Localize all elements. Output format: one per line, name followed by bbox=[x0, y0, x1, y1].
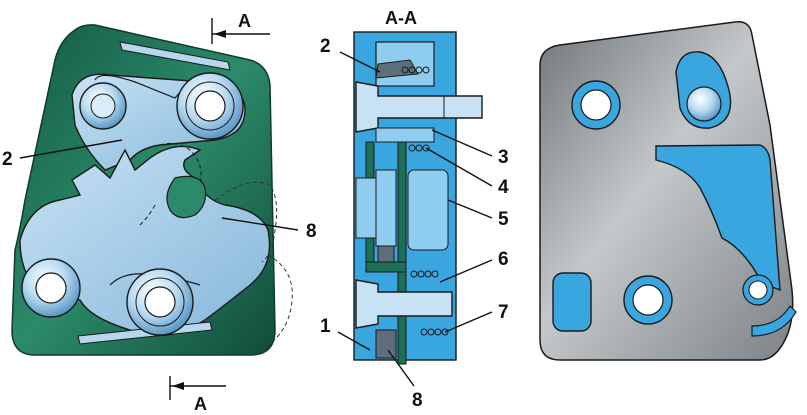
lower-bolt-section bbox=[355, 279, 453, 329]
spring-coil-lower bbox=[410, 270, 439, 278]
leader-sec-7 bbox=[444, 311, 493, 333]
phantom-outline-upper bbox=[159, 142, 202, 186]
top-spring-wire bbox=[119, 41, 231, 71]
phantom-outline-lower bbox=[264, 254, 293, 349]
callout-sec-6: 6 bbox=[498, 249, 509, 270]
section-view: A-A 2 bbox=[320, 8, 509, 411]
latch-window-cutout bbox=[655, 144, 781, 292]
section-mark-bottom-label: A bbox=[194, 394, 207, 414]
callout-sec-8: 8 bbox=[412, 390, 423, 411]
leader-sec-6 bbox=[439, 259, 493, 283]
hole-lower-right bbox=[742, 274, 774, 306]
latch-section bbox=[375, 169, 397, 247]
leader-sec-8 bbox=[387, 349, 415, 387]
latch-section-8 bbox=[375, 329, 397, 359]
hatched-block bbox=[377, 245, 395, 263]
bolt-lower-left bbox=[21, 258, 81, 318]
hole-upper-left bbox=[571, 80, 621, 130]
phantom-outline-left bbox=[139, 204, 156, 226]
lower-left-window bbox=[552, 272, 592, 332]
bolt-lower-center bbox=[126, 268, 194, 336]
green-plate-right bbox=[397, 141, 407, 365]
leader-left-8 bbox=[221, 217, 299, 231]
phantom-outline-right bbox=[214, 181, 278, 263]
callout-sec-3: 3 bbox=[498, 147, 509, 168]
section-mark-bottom: A bbox=[169, 376, 226, 414]
leader-sec-4 bbox=[425, 147, 493, 187]
spring-coil-bottom bbox=[420, 328, 449, 336]
latch-notch bbox=[166, 175, 207, 219]
leader-left-2 bbox=[19, 139, 123, 159]
section-mark-top: A bbox=[211, 11, 270, 44]
leader-sec-2 bbox=[339, 51, 381, 73]
callout-left-2: 2 bbox=[2, 149, 13, 170]
callout-left-8: 8 bbox=[306, 221, 317, 242]
slot-bolt bbox=[686, 86, 722, 122]
callout-sec-4: 4 bbox=[498, 177, 509, 198]
callout-sec-5: 5 bbox=[498, 209, 509, 230]
spring-coil-top bbox=[401, 66, 430, 74]
latch-section-left bbox=[355, 177, 377, 239]
hole-lower-center bbox=[623, 275, 673, 325]
spring-coil-mid bbox=[408, 144, 430, 152]
section-mark-top-label: A bbox=[238, 11, 251, 31]
bolt-upper-left bbox=[79, 82, 127, 130]
section-title: A-A bbox=[385, 8, 417, 28]
upper-bolt-section bbox=[355, 81, 483, 133]
washer-3 bbox=[375, 127, 435, 143]
green-plate-bottom bbox=[365, 261, 407, 273]
leader-sec-5 bbox=[447, 199, 493, 219]
right-view bbox=[539, 21, 797, 361]
lever-section-2 bbox=[375, 59, 419, 79]
leader-sec-1 bbox=[337, 331, 371, 351]
callout-sec-7: 7 bbox=[498, 302, 509, 323]
latch-pocket-5 bbox=[407, 169, 449, 251]
bolt-upper-right bbox=[176, 72, 244, 140]
leader-sec-3 bbox=[431, 129, 493, 157]
left-view: A A 2 8 bbox=[2, 11, 317, 414]
callout-sec-2: 2 bbox=[320, 36, 331, 57]
arc-slot bbox=[751, 305, 797, 337]
callout-sec-1: 1 bbox=[320, 316, 331, 337]
